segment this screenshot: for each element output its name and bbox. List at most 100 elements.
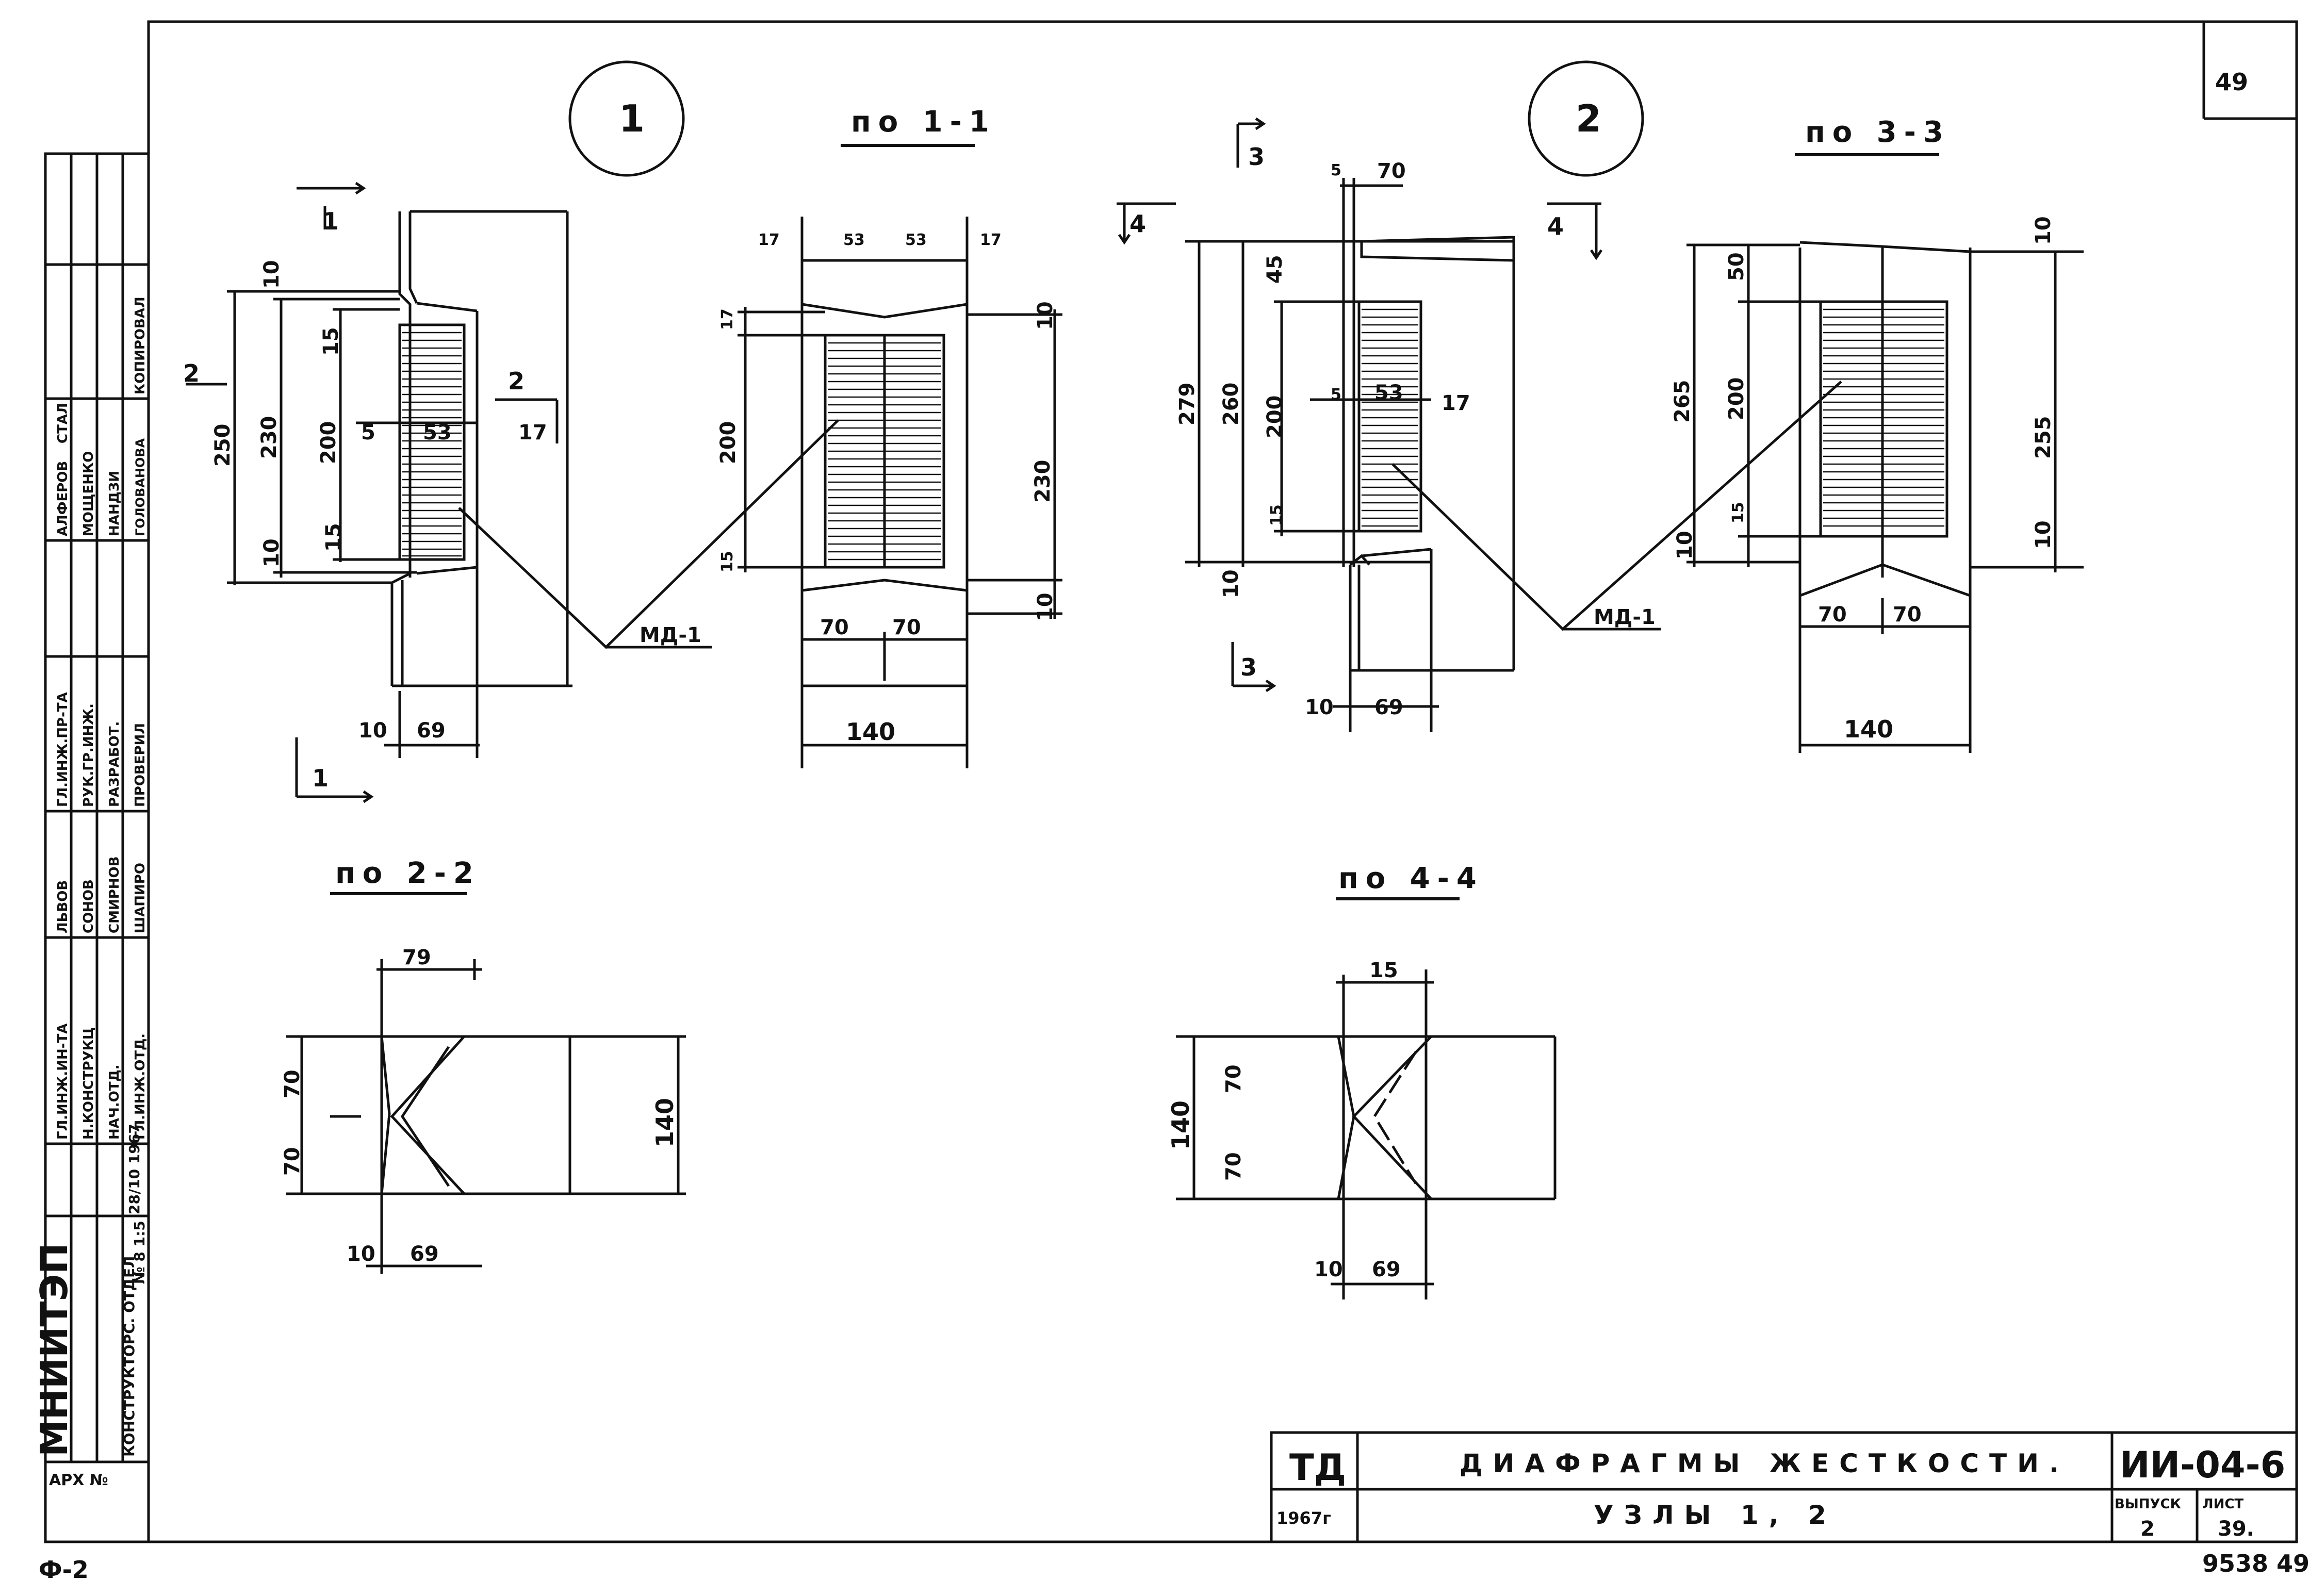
cut-mark-3-top: 3 [1248,143,1265,171]
node-2-label: 2 [1576,97,1601,140]
dim-69-n2: 69 [1374,696,1403,719]
title-sheet-label: ЛИСТ [2202,1496,2244,1512]
dim-200: 200 [317,421,340,465]
stamp-number: 9538 49 [2202,1550,2309,1577]
dim-265: 265 [1671,380,1694,423]
dim-70-s2-top: 70 [281,1070,304,1098]
role-8: ПРОВЕРИЛ [133,723,148,807]
role-3: НАЧ.ОТД. [107,1064,122,1140]
dim-200-n2: 200 [1263,396,1287,439]
dim-10-s3: 10 [2032,520,2055,549]
cut-mark-1-top: 1 [322,207,339,235]
dim-260: 260 [1219,383,1243,426]
dim-10-left: 10 [358,719,387,743]
dim-230: 230 [257,416,281,459]
dim-53-left: 53 [843,231,865,249]
role-6: РУК.ГР.ИНЖ. [81,703,96,807]
role-9-name: СТАЛ [55,403,71,443]
cut-mark-3-bottom: 3 [1240,653,1257,681]
node-1-label: 1 [619,97,645,140]
title-series: ИИ-04-6 [2120,1444,2285,1486]
role-3-name: СМИРНОВ [107,857,122,933]
section-2-title: по 2-2 [335,857,481,890]
dim-45: 45 [1263,255,1287,284]
dim-17-right: 17 [980,231,1002,249]
dim-79: 79 [402,946,431,969]
dim-69-s4: 69 [1372,1258,1401,1281]
md1-label-node2: МД-1 [1594,605,1656,629]
cut-mark-2-left: 2 [183,359,200,387]
dim-10-s1-bottom: 10 [1034,593,1057,621]
role-7: РАЗРАБОТ. [107,721,122,807]
sidebar-dept: КОНСТРУКТОРС. ОТДЕЛ [121,1256,138,1457]
dim-70-s1-right: 70 [892,616,921,639]
dim-15-top: 15 [319,327,343,356]
dim-250: 250 [211,424,235,467]
dim-17: 17 [518,421,547,445]
role-5: ГЛ.ИНЖ.ПР-ТА [55,692,71,807]
md1-label-node1: МД-1 [640,623,701,647]
dim-5-n2: 5 [1331,386,1341,404]
dim-200-s1: 200 [716,421,740,465]
dim-10-n2: 10 [1219,569,1243,598]
dim-70-s4-top: 70 [1222,1064,1246,1093]
section-4-title: по 4-4 [1338,862,1484,895]
dim-70-n2: 70 [1377,159,1406,183]
dim-140-s1: 140 [846,718,895,746]
title-issue: 2 [2140,1517,2155,1541]
dim-140-s2: 140 [651,1098,679,1147]
dim-69: 69 [417,719,446,743]
dim-10-s3-top: 10 [2032,216,2055,245]
dim-200-s3: 200 [1725,377,1748,421]
dim-255: 255 [2032,416,2055,459]
dim-53-n2: 53 [1374,381,1403,405]
page-number: 49 [2215,68,2248,96]
role-4-name: ШАПИРО [133,863,148,933]
cut-mark-4-left: 4 [1129,210,1146,238]
node-2-circle [1528,60,1644,177]
dim-15-bottom: 15 [322,523,346,552]
title-issue-label: ВЫПУСК [2115,1496,2181,1512]
dim-279: 279 [1175,383,1199,426]
dim-15-s3: 15 [1729,502,1747,523]
role-7-name: НАНДЗИ [107,471,122,536]
role-6-name: МОЩЕНКО [81,451,96,536]
dim-15-vert: 15 [718,551,736,572]
sidebar-arch: АРХ № [49,1471,108,1489]
role-4: ГЛ.ИНЖ.ОТД. [133,1033,148,1140]
role-1-name: ЛЬВОВ [55,880,71,933]
dim-15-s4: 15 [1369,959,1398,982]
title-line-2: УЗЛЫ 1, 2 [1594,1500,1837,1530]
dim-140-s4: 140 [1167,1100,1194,1150]
dim-17-n2: 17 [1442,391,1470,415]
sheet-frame [147,20,2298,1543]
dim-140-s3: 140 [1844,715,1893,743]
dim-10-s1-top: 10 [1034,301,1057,330]
sidebar-scale: № 8 1:5 [131,1221,148,1284]
sidebar-date: 28/10 1967 [126,1124,143,1214]
sidebar-org: МНИИТЭП [32,1243,76,1457]
cut-mark-4-right: 4 [1547,212,1564,240]
section-3-title: по 3-3 [1805,116,1951,149]
title-block-frame [1270,1431,2298,1543]
title-code-left: ТД [1289,1446,1346,1489]
role-5-name: АЛФЕРОВ [55,461,71,536]
dim-5-n2-top: 5 [1331,161,1341,179]
role-1: ГЛ.ИНЖ.ИН-ТА [55,1024,71,1140]
dim-10-s4: 10 [1314,1258,1343,1281]
dim-70-s2-bottom: 70 [281,1147,304,1176]
dim-53-right: 53 [905,231,927,249]
dim-17-left: 17 [758,231,780,249]
cut-mark-1-bottom: 1 [312,764,329,792]
dim-10-top: 10 [260,260,284,289]
dim-50: 50 [1725,252,1748,281]
corner-mark: Ф-2 [39,1556,89,1584]
dim-70-s4-bottom: 70 [1222,1152,1246,1181]
role-2: Н.КОНСТРУКЦ [81,1027,96,1140]
dim-10-s3-bottom: 10 [1673,531,1697,560]
title-sheet: 39. [2218,1517,2254,1541]
dim-53: 53 [423,421,452,445]
title-year: 1967г [1276,1508,1331,1528]
dim-17-vert: 17 [718,308,736,330]
dim-70-s1-left: 70 [820,616,849,639]
